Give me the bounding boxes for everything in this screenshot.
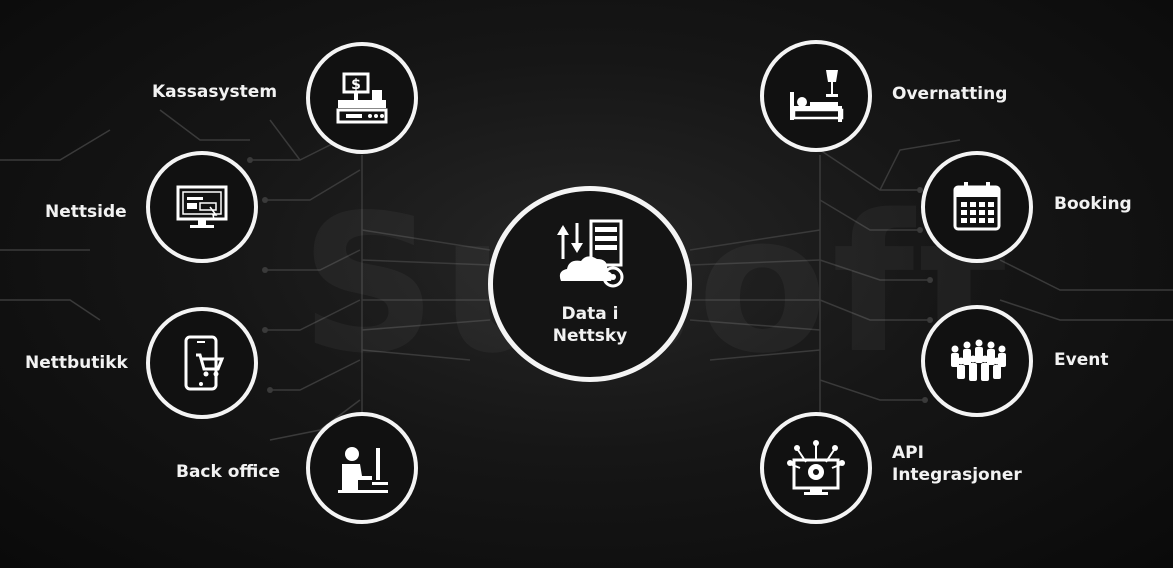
center-label: Data i Nettsky bbox=[493, 303, 687, 347]
nettbutikk-node[interactable] bbox=[146, 307, 258, 419]
back-office-node[interactable] bbox=[306, 412, 418, 524]
crowd-icon bbox=[951, 339, 1006, 381]
nettbutikk-label: Nettbutikk bbox=[25, 353, 128, 373]
api-integrasjoner-label: API Integrasjoner bbox=[892, 442, 1022, 486]
api-gear-icon bbox=[787, 440, 845, 495]
event-label: Event bbox=[1054, 350, 1109, 370]
svg-text:$: $ bbox=[351, 77, 361, 93]
cloud-server-icon bbox=[557, 219, 624, 288]
kassasystem-label: Kassasystem bbox=[152, 82, 278, 102]
data-i-nettsky-node[interactable]: Data i Nettsky bbox=[488, 186, 692, 382]
booking-node[interactable] bbox=[921, 151, 1033, 263]
cash-register-icon: $ bbox=[336, 72, 388, 124]
api-label-line1: API bbox=[892, 443, 924, 463]
person-at-desk-icon bbox=[338, 447, 388, 493]
event-node[interactable] bbox=[921, 305, 1033, 417]
center-label-line2: Nettsky bbox=[552, 326, 628, 346]
bed-lamp-icon bbox=[790, 70, 844, 122]
back-office-label: Back office bbox=[176, 462, 280, 482]
overnatting-node[interactable] bbox=[760, 40, 872, 152]
nettside-label: Nettside bbox=[45, 202, 127, 222]
nettside-node[interactable] bbox=[146, 151, 258, 263]
overnatting-label: Overnatting bbox=[892, 84, 1008, 104]
center-label-line1: Data i bbox=[561, 304, 619, 324]
booking-label: Booking bbox=[1054, 194, 1132, 214]
monitor-website-icon bbox=[176, 185, 228, 228]
api-label-line2: Integrasjoner bbox=[892, 465, 1022, 485]
calendar-icon bbox=[953, 182, 1001, 231]
kassasystem-node[interactable]: $ bbox=[306, 42, 418, 154]
phone-cart-icon bbox=[184, 335, 225, 391]
api-integrasjoner-node[interactable] bbox=[760, 412, 872, 524]
